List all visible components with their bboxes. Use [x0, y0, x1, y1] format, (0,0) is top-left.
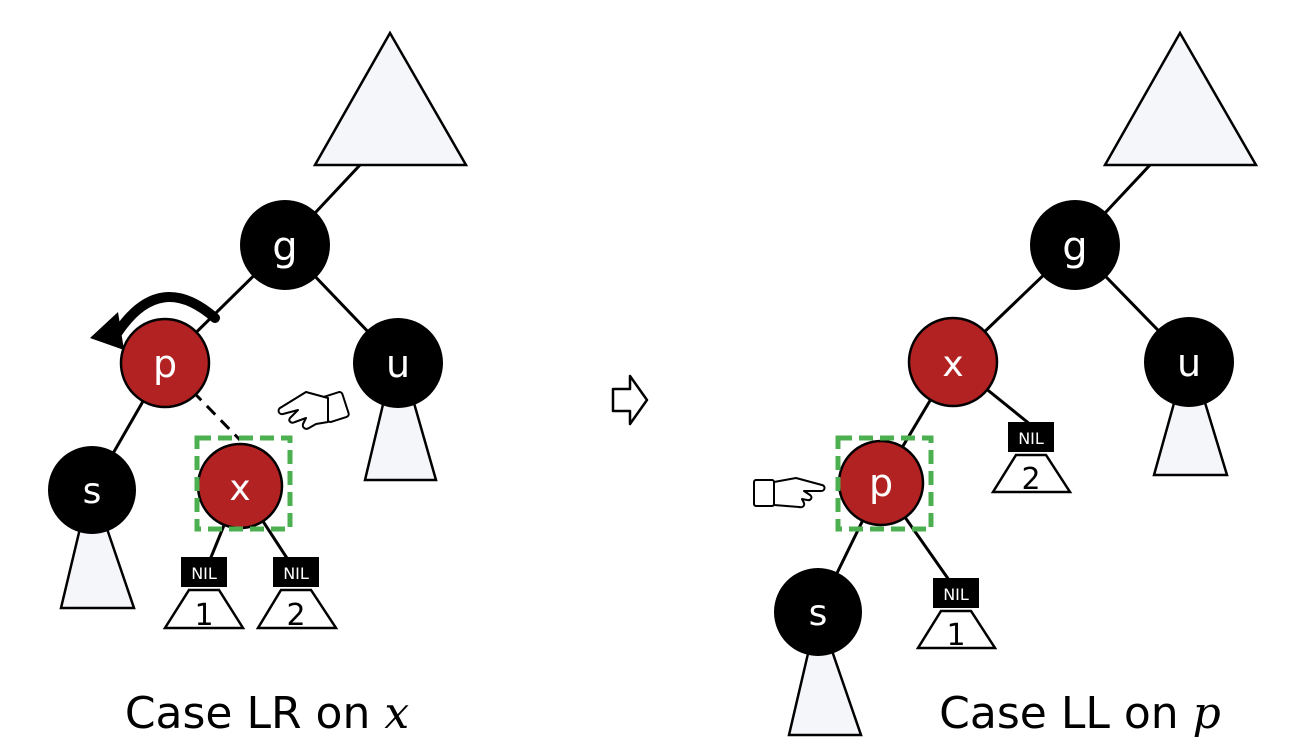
caption-left-text: Case LR on [125, 688, 385, 739]
pointing-hand-icon [753, 477, 826, 509]
node-p [119, 317, 211, 409]
nil-subtree-2 [255, 588, 339, 630]
nil-badge [933, 578, 979, 608]
nil-badge-label: NIL [1018, 429, 1044, 448]
nil-badge-label: NIL [283, 564, 309, 583]
node-u [1144, 317, 1234, 407]
nil-leaf-2: NIL 2 [990, 422, 1073, 497]
caption-right: Case LL on p [939, 688, 1221, 739]
nil-badge-label: NIL [943, 585, 969, 604]
node-s-label: s [83, 471, 102, 512]
nil-badge [273, 557, 319, 587]
node-x-label: x [942, 344, 963, 385]
node-s [48, 446, 136, 534]
nil-leaf-2: NIL 2 [255, 557, 339, 633]
right-arrow-icon [611, 374, 649, 426]
pointing-hand-icon [277, 391, 350, 430]
subtree-top [312, 30, 469, 167]
caption-left: Case LR on x [125, 688, 410, 739]
left-tree: g p u s x NIL 1 NIL 2 [48, 30, 469, 739]
node-s-label: s [809, 593, 828, 634]
right-tree: g x u p s NIL 2 NIL 1 Case LL o [753, 30, 1259, 739]
subtree-top [1102, 30, 1259, 167]
subtree-label-2: 2 [1021, 462, 1040, 497]
caption-right-var: p [1193, 688, 1221, 739]
nil-leaf-1: NIL 1 [915, 578, 998, 653]
nil-subtree-1 [162, 588, 246, 630]
node-g [1030, 200, 1120, 290]
rotation-arrow-icon [90, 292, 220, 350]
node-u-label: u [1177, 341, 1201, 385]
node-s [774, 568, 862, 656]
highlight-box-x [194, 435, 293, 532]
node-g [240, 200, 330, 290]
nil-subtree-2 [990, 453, 1073, 494]
node-u [353, 318, 443, 408]
node-u-label: u [386, 342, 410, 386]
nil-badge [181, 557, 227, 587]
edge-p-x-dashed [163, 361, 242, 442]
nil-badge [1008, 422, 1054, 452]
nil-badge-label: NIL [191, 564, 217, 583]
subtree-u [363, 394, 438, 482]
caption-right-text: Case LL on [939, 688, 1192, 739]
node-g-label: g [1062, 224, 1087, 270]
subtree-u [1152, 394, 1229, 477]
node-p-label: p [869, 461, 893, 505]
subtree-label-1: 1 [946, 618, 965, 653]
node-x-label: x [229, 468, 250, 509]
highlight-box-p [835, 435, 934, 532]
nil-subtree-1 [915, 609, 998, 650]
subtree-label-1: 1 [194, 598, 213, 633]
node-x [907, 316, 999, 408]
subtree-label-2: 2 [286, 598, 305, 633]
subtree-s [787, 643, 863, 737]
node-p-label: p [153, 342, 177, 386]
caption-left-var: x [384, 688, 409, 739]
nil-leaf-1: NIL 1 [162, 557, 246, 633]
node-g-label: g [272, 224, 297, 270]
